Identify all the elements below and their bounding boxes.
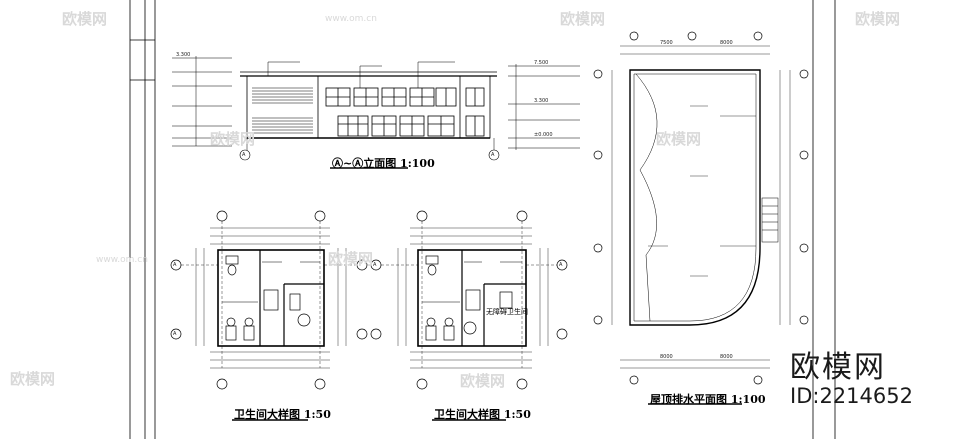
toilet-detail-2-title: 卫生间大样图 1:50 bbox=[434, 408, 531, 421]
watermark-brand: 欧模网 bbox=[460, 372, 506, 390]
axis-marker: A bbox=[559, 262, 563, 268]
sheet-frame bbox=[129, 0, 836, 439]
roof-plan-dimension: 8000 bbox=[720, 354, 733, 360]
model-id-text: ID:2214652 bbox=[790, 384, 913, 408]
toilet-detail-2-drawing bbox=[370, 210, 568, 421]
roof-plan-dimension: 8000 bbox=[660, 354, 673, 360]
roof-plan-dimension: 7500 bbox=[660, 40, 673, 46]
toilet-detail-1-title: 卫生间大样图 1:50 bbox=[234, 408, 331, 421]
axis-marker: A bbox=[491, 152, 495, 158]
axis-marker: A bbox=[173, 262, 177, 268]
axis-marker: A bbox=[173, 331, 177, 337]
watermark-brand: 欧模网 bbox=[62, 10, 108, 28]
brand-logo-text: 欧模网 bbox=[790, 350, 886, 385]
roof-plan-title: 屋顶排水平面图 1:100 bbox=[650, 393, 766, 406]
elevation-drawing bbox=[172, 56, 580, 169]
watermark-url: www.om.cn bbox=[325, 14, 377, 24]
watermark-brand: 欧模网 bbox=[656, 130, 702, 148]
toilet-detail-1-drawing bbox=[170, 210, 368, 421]
toilet-2-room-label: 无障碍卫生间 bbox=[486, 308, 528, 316]
watermark-brand: 欧模网 bbox=[328, 250, 374, 268]
watermark-url: www.om.cn bbox=[96, 255, 148, 265]
roof-drainage-plan-drawing bbox=[593, 31, 809, 405]
watermark-brand: 欧模网 bbox=[855, 10, 901, 28]
watermark-brand: 欧模网 bbox=[560, 10, 606, 28]
elevation-level-label: 7.500 bbox=[534, 60, 549, 66]
elevation-level-label: 3.300 bbox=[534, 98, 549, 104]
roof-plan-dimension: 8000 bbox=[720, 40, 733, 46]
elevation-level-label: 3.300 bbox=[176, 52, 191, 58]
elevation-level-label: ±0.000 bbox=[534, 132, 553, 138]
axis-marker: A bbox=[373, 262, 377, 268]
watermark-brand: 欧模网 bbox=[10, 370, 56, 388]
axis-marker: A bbox=[242, 152, 246, 158]
elevation-title: Ⓐ~Ⓐ立面图 1:100 bbox=[332, 157, 435, 170]
watermark-brand: 欧模网 bbox=[210, 130, 256, 148]
